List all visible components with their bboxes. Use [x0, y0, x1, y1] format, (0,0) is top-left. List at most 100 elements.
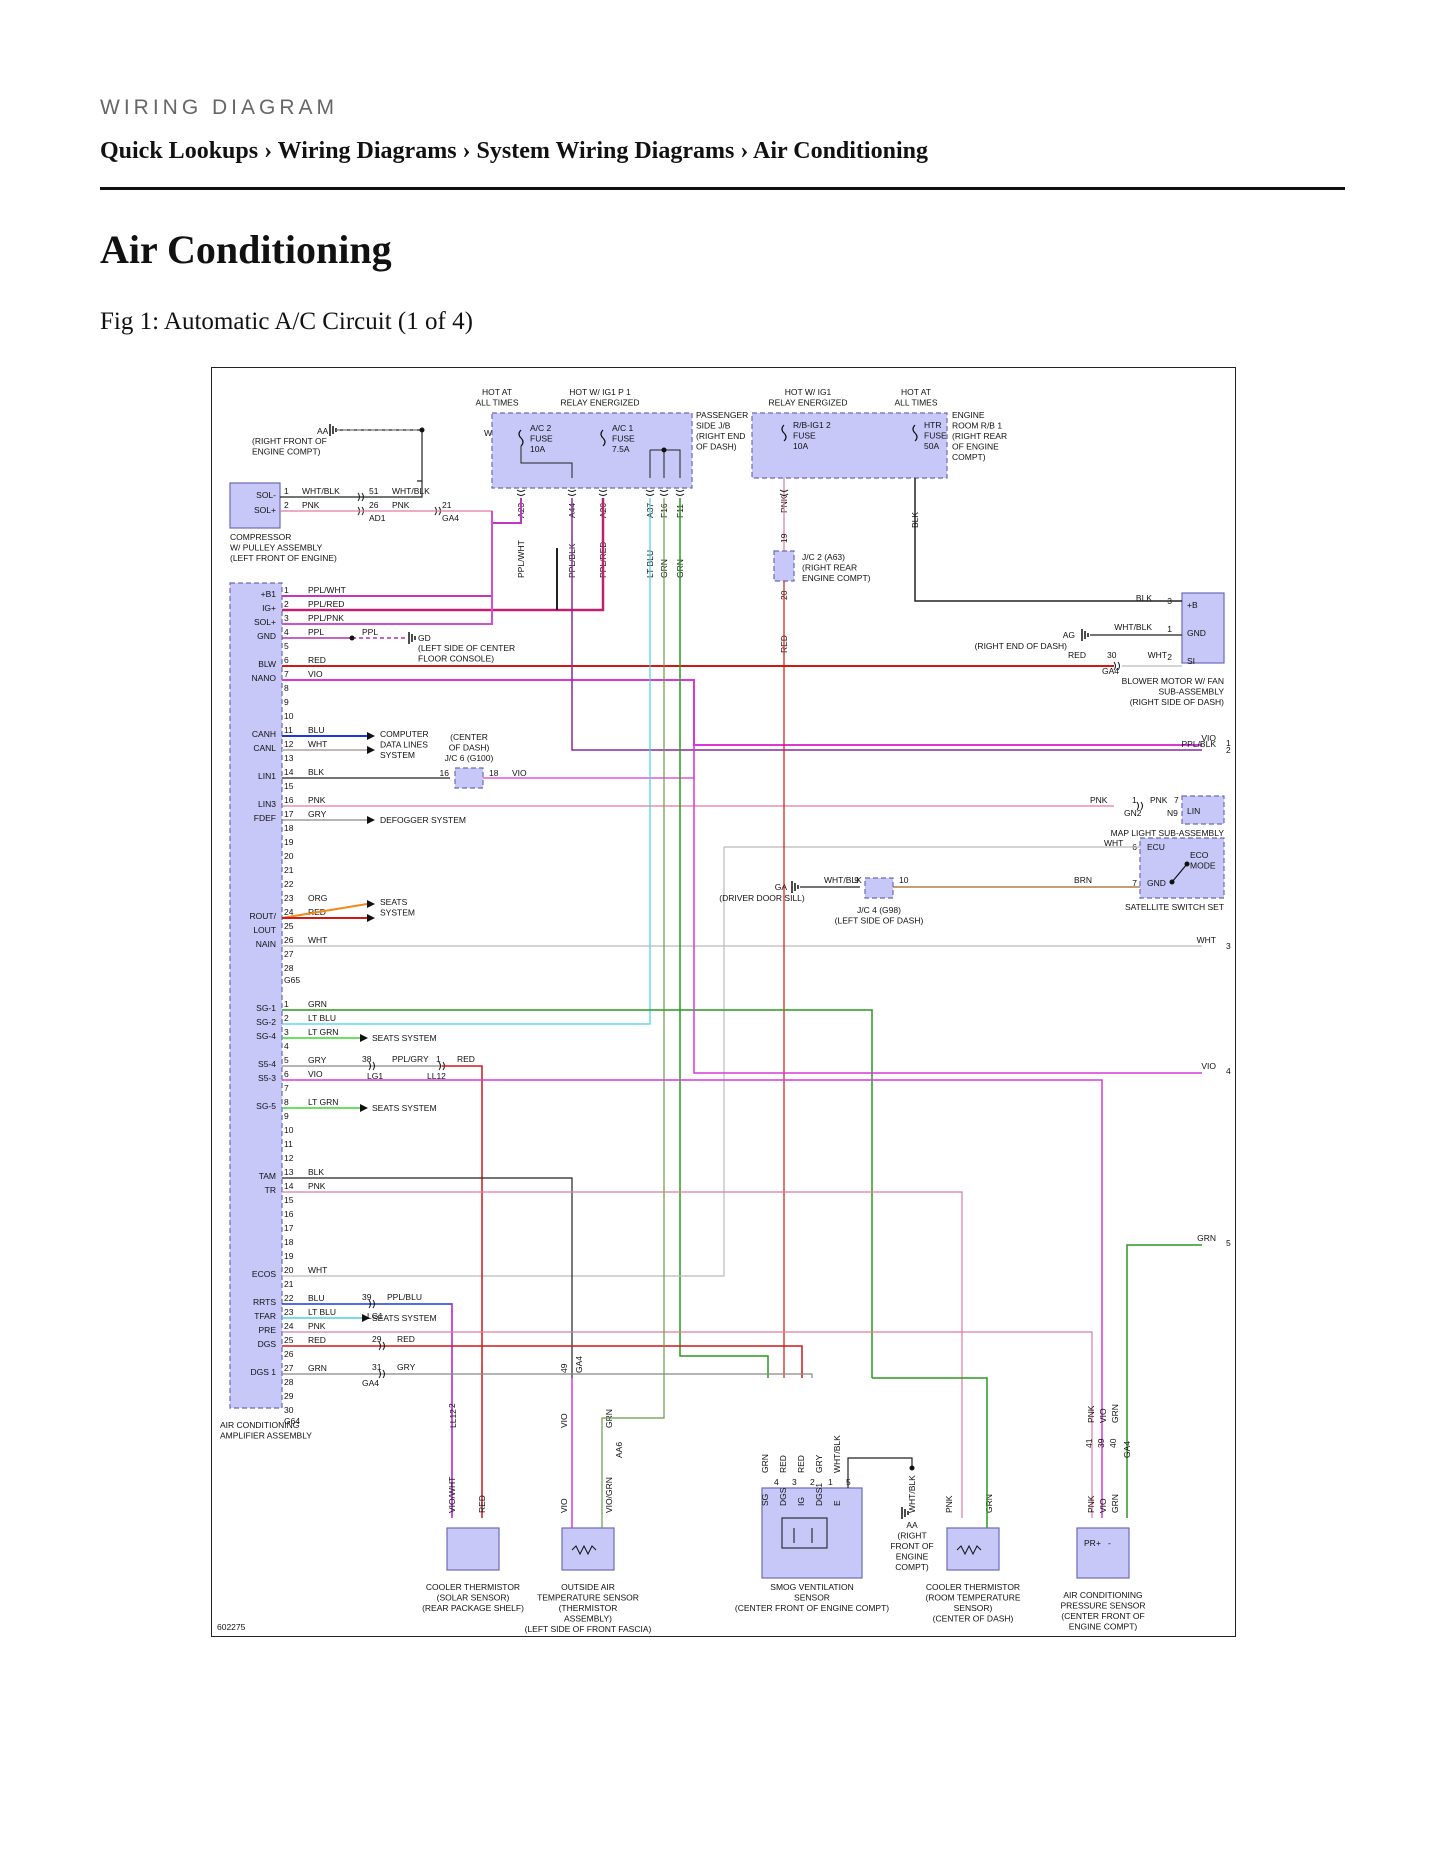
wire-red [442, 1065, 483, 1518]
connector-number: 29 [372, 1334, 382, 1344]
arrow-icon [360, 1034, 368, 1042]
connector-name: GA4 [362, 1378, 379, 1388]
wire-wht-blk [847, 1457, 913, 1488]
pin-label: SG-1 [256, 1003, 276, 1013]
wire-label: LT BLU [308, 1013, 336, 1023]
breadcrumb-system-wiring-diagrams[interactable]: System Wiring Diagrams [476, 138, 735, 164]
component-label: (LEFT SIDE OF FRONT FASCIA) [525, 1624, 652, 1634]
offpage-number: 1 [1226, 738, 1231, 748]
wire-label: PNK [1150, 795, 1168, 805]
pin-number: 16 [284, 1209, 294, 1219]
pin-number: 18 [284, 823, 294, 833]
power-label: ALL TIMES [895, 398, 938, 408]
fuse-label: FUSE [924, 431, 947, 441]
fuse-label: A/C 1 [612, 423, 634, 433]
section-label: WIRING DIAGRAM [100, 96, 338, 119]
wire-label: BLK [308, 1167, 324, 1177]
arrow-icon [360, 1104, 368, 1112]
pin-label: FDEF [254, 813, 276, 823]
component-label: (RIGHT SIDE OF DASH) [1130, 697, 1224, 707]
component-label: SIDE J/B [696, 421, 731, 431]
fuse-label: 7.5A [612, 444, 630, 454]
system-label: DATA LINES [380, 740, 428, 750]
blower-motor-box [1181, 592, 1225, 664]
arrow-icon [367, 914, 375, 922]
thermistor-icon [571, 1544, 597, 1556]
wire-pnk [282, 1191, 963, 1518]
solar-sensor-box [446, 1527, 500, 1571]
wire-label: PPL/GRY [392, 1054, 429, 1064]
component-label: (CENTER FRONT OF [1061, 1611, 1144, 1621]
wire-org [281, 903, 368, 919]
pin-label: SG-2 [256, 1017, 276, 1027]
component-label: OF DASH) [449, 743, 490, 753]
component-label: ROOM R/B 1 [952, 421, 1002, 431]
wire-label: PNK [308, 1181, 326, 1191]
component-label: (CENTER [450, 732, 488, 742]
ground-label: GD [418, 633, 431, 643]
pin-number: 17 [284, 1223, 294, 1233]
component-label: J/C 6 (G100) [445, 753, 494, 763]
wire-label: ORG [308, 893, 327, 903]
pin-number: 7 [284, 669, 289, 679]
component-label: SATELLITE SWITCH SET [1125, 902, 1224, 912]
component-label: AMPLIFIER ASSEMBLY [220, 1431, 312, 1441]
breadcrumb-quick-lookups[interactable]: Quick Lookups [100, 138, 259, 164]
component-label: (LEFT FRONT OF ENGINE) [230, 553, 337, 563]
wire-label: PPL [308, 627, 324, 637]
wire-label: WHT [308, 739, 327, 749]
component-label: MAP LIGHT SUB-ASSEMBLY [1111, 828, 1225, 838]
component-label: MODE [1190, 861, 1216, 871]
junction-connector-jc4 [864, 877, 894, 899]
pin-number: 41 [1084, 1438, 1094, 1448]
component-label: (REAR PACKAGE SHELF) [422, 1603, 524, 1613]
wire-label: GRN [984, 1494, 994, 1513]
wire-label: VIO [512, 768, 527, 778]
connector-number: 51 [369, 486, 379, 496]
component-label: (SOLAR SENSOR) [437, 1593, 510, 1603]
pin-label: PR [1084, 1538, 1096, 1548]
breadcrumb-separator: › [740, 138, 749, 164]
pin-number: 4 [284, 1041, 289, 1051]
pin-number: 9 [854, 875, 859, 885]
pin-number: 23 [284, 1307, 294, 1317]
pin-label: GND [1147, 878, 1166, 888]
component-label: W/ PULLEY ASSEMBLY [230, 543, 323, 553]
pin-number: 17 [284, 809, 294, 819]
connector-name: LG1 [367, 1071, 383, 1081]
system-label: SYSTEM [380, 750, 415, 760]
component-label: ENGINE COMPT) [1069, 1622, 1138, 1632]
breadcrumb-air-conditioning[interactable]: Air Conditioning [753, 138, 928, 164]
wire-vio [282, 679, 1202, 746]
connector-name: GN2 [1124, 808, 1142, 818]
pin-label: DGS [778, 1487, 788, 1506]
breadcrumb-separator: › [264, 138, 273, 164]
wire-label: GRN [1110, 1494, 1120, 1513]
offpage-number: 3 [1226, 941, 1231, 951]
component-label: OUTSIDE AIR [561, 1582, 615, 1592]
pin-label: LIN3 [258, 799, 276, 809]
location-label: (DRIVER DOOR SILL) [719, 893, 805, 903]
wire-label: GRN [1110, 1404, 1120, 1423]
wire-label: RED [308, 655, 326, 665]
connector-icon [645, 489, 655, 496]
pin-number: 22 [284, 879, 294, 889]
connector-icon [598, 489, 608, 496]
breadcrumb-wiring-diagrams[interactable]: Wiring Diagrams [277, 138, 457, 164]
wire-label: BLK [308, 767, 324, 777]
system-label: SYSTEM [380, 908, 415, 918]
wire-label: PPL/PNK [308, 613, 344, 623]
ground-label: AA [317, 426, 329, 436]
satellite-switch-box [1139, 837, 1225, 899]
wire-label: GRY [397, 1362, 416, 1372]
pin-number: 19 [284, 837, 294, 847]
component-label: ENGINE [952, 410, 985, 420]
wire-ppl-blk [571, 498, 1202, 751]
wire-label: VIO/WHT [447, 1477, 457, 1513]
pin-number: 5 [284, 641, 289, 651]
system-label: SEATS SYSTEM [372, 1313, 437, 1323]
wire-vio [693, 745, 1202, 1074]
wire-label: GRN [760, 1454, 770, 1473]
pin-number: 7 [284, 1083, 289, 1093]
connector-icon [779, 489, 789, 496]
